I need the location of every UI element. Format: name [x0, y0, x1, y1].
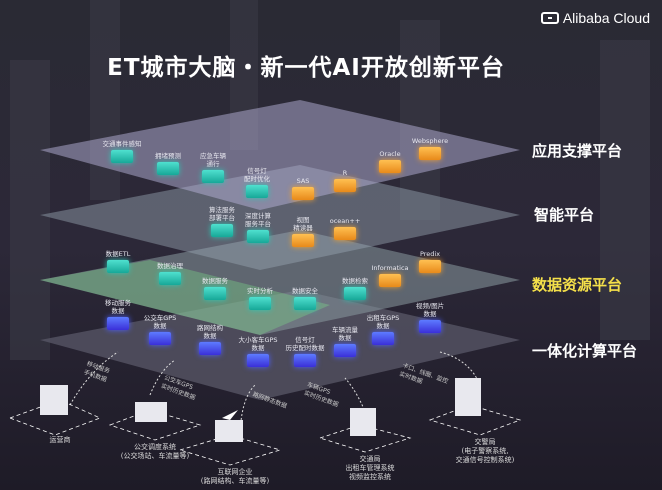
node-label: 数据安全	[292, 287, 318, 295]
node-cube	[334, 344, 356, 357]
node-label: 应急车辆 通行	[200, 152, 226, 168]
node-cube	[149, 332, 171, 345]
node-label: 数据检索	[342, 277, 368, 285]
data-source-label: 公交调度系统 (公交场站、车流量等)	[120, 443, 190, 460]
plane-application	[40, 100, 520, 210]
node-label: 拥堵预测	[155, 152, 181, 160]
node-label: Websphere	[411, 137, 449, 145]
layer-label-application: 应用支撑平台	[532, 142, 623, 160]
node-label: SAS	[296, 177, 310, 185]
node-label: 深度计算 服务平台	[245, 212, 271, 228]
node-cube	[246, 185, 268, 198]
node-label: 数据ETL	[105, 250, 131, 258]
node-label: Informatica	[371, 264, 409, 272]
node-label: 公交车GPS 数据	[143, 314, 177, 330]
node-label: 信号灯 历史配时数据	[285, 336, 325, 352]
alibaba-cloud-logo: Alibaba Cloud	[540, 10, 650, 26]
node-cube	[157, 162, 179, 175]
node-cube	[419, 260, 441, 273]
node-cube	[247, 354, 269, 367]
node-label: R	[342, 169, 348, 177]
data-source-label: 交警局 (电子警察系统, 交通信号控制系统)	[455, 438, 515, 464]
data-source-label: 交通局 出租车管理系统 视频监控系统	[345, 455, 395, 481]
page-title: ET城市大脑・新一代AI开放创新平台	[107, 55, 505, 81]
node-cube	[419, 147, 441, 160]
node-cube	[199, 342, 221, 355]
node-label: 移动服务 数据	[105, 299, 131, 315]
node-cube	[379, 160, 401, 173]
plane-data	[40, 230, 520, 335]
node-label: 大小客车GPS 数据	[238, 336, 278, 352]
node-label: Oracle	[379, 150, 401, 158]
node-label: 数据服务	[202, 277, 228, 285]
node-label: 视频/图片 数据	[415, 302, 445, 318]
plane-intelligence	[40, 165, 520, 270]
layer-label-data: 数据资源平台	[532, 276, 623, 294]
node-cube	[247, 230, 269, 243]
node-cube	[202, 170, 224, 183]
node-label: 车辆流量 数据	[332, 326, 358, 342]
node-label: 交通事件感知	[102, 140, 142, 148]
node-label: 出租车GPS 数据	[366, 314, 400, 330]
node-label: 视图 精读器	[293, 216, 313, 232]
node-cube	[294, 354, 316, 367]
layer-label-intelligence: 智能平台	[534, 206, 595, 224]
node-label: 算法服务 部署平台	[209, 206, 235, 222]
node-label: 实时分析	[247, 287, 273, 295]
node-cube	[292, 187, 314, 200]
node-cube	[204, 287, 226, 300]
node-cube	[159, 272, 181, 285]
node-cube	[334, 179, 356, 192]
node-cube	[334, 227, 356, 240]
node-label: 数据治理	[157, 262, 183, 270]
data-source-label: 互联网企业 (路网结构、车流量等)	[200, 468, 270, 485]
data-source-label: 运营商	[49, 436, 71, 444]
node-cube	[419, 320, 441, 333]
node-cube	[107, 260, 129, 273]
node-label: 信号灯 配时优化	[244, 167, 270, 183]
node-cube	[344, 287, 366, 300]
node-label: ocean++	[329, 217, 361, 225]
node-cube	[372, 332, 394, 345]
node-cube	[249, 297, 271, 310]
node-cube	[107, 317, 129, 330]
layer-label-compute: 一体化计算平台	[532, 342, 638, 360]
node-cube	[211, 224, 233, 237]
node-label: 路网结构 数据	[197, 324, 223, 340]
node-cube	[111, 150, 133, 163]
node-cube	[294, 297, 316, 310]
plane-compute	[40, 290, 520, 400]
node-cube	[379, 274, 401, 287]
node-cube	[292, 234, 314, 247]
alibaba-cloud-logo-icon	[540, 12, 559, 24]
node-label: Predix	[419, 250, 441, 258]
